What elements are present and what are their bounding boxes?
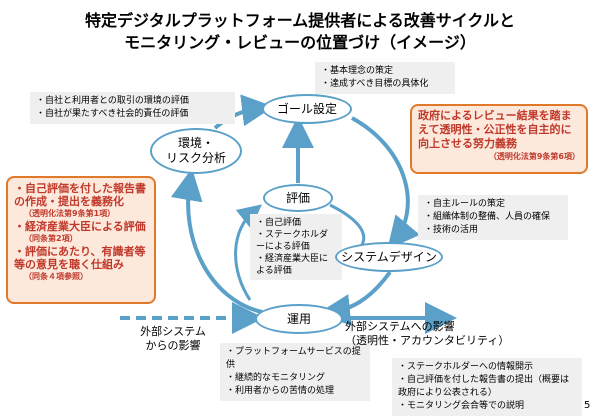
ops-item: 継続的なモニタリング	[226, 372, 364, 385]
design-item: 自主ルールの策定	[424, 198, 562, 211]
node-goal-setting: ゴール設定	[262, 94, 352, 124]
impact-item: モニタリング会合等での説明	[398, 400, 576, 413]
design-item: 技術の活用	[424, 224, 562, 237]
arrow-env-to-goal	[213, 94, 274, 130]
ops-item: プラットフォームサービスの提供	[226, 346, 364, 372]
goal-details-box: 基本理念の策定 達成すべき目標の具体化	[315, 62, 455, 94]
requirement-ref-3: （同条４項参照）	[24, 272, 88, 281]
requirement-ref-2: （同条第2項）	[24, 234, 78, 243]
review-obligation-box: 政府によるレビュー結果を踏まえて透明性・公正性を自主的に向上させる努力義務 （透…	[410, 104, 588, 174]
eval-item: 自己評価	[256, 217, 336, 229]
eval-item: ステークホルダーによる評価	[256, 229, 336, 253]
goal-item: 基本理念の策定	[321, 65, 449, 78]
eval-details-box: 自己評価 ステークホルダーによる評価 経済産業大臣による評価	[250, 214, 342, 280]
arrow-goal-to-design	[351, 116, 421, 250]
impact-details-box: ステークホルダーへの情報開示 自己評価を付した報告書の提出（概要は政府により公表…	[392, 358, 582, 416]
goal-item: 達成すべき目標の具体化	[321, 78, 449, 91]
node-env-risk-analysis: 環境・ リスク分析	[150, 128, 242, 174]
ops-details-box: プラットフォームサービスの提供 継続的なモニタリング 利用者からの苦情の処理	[220, 343, 370, 401]
design-details-box: 自主ルールの策定 組織体制の整備、人員の確保 技術の活用	[418, 195, 568, 240]
requirement-item-3: 評価にあたり、有識者等等の意見を聴く仕組み	[14, 245, 148, 271]
env-details-box: 自社と利用者との取引の環境の評価 自社が果たすべき社会的責任の評価	[30, 92, 235, 124]
requirement-ref-1: （透明化法第9条第1項）	[24, 209, 116, 218]
review-obligation-text: 政府によるレビュー結果を踏まえて透明性・公正性を自主的に向上させる努力義務	[418, 109, 572, 150]
external-influence-in-label: 外部システム からの影響	[140, 325, 206, 352]
env-item: 自社が果たすべき社会的責任の評価	[36, 108, 229, 121]
eval-item: 経済産業大臣による評価	[256, 253, 336, 277]
impact-item: 自己評価を付した報告書の提出（概要は政府により公表される）	[398, 374, 576, 400]
node-system-design: システムデザイン	[335, 242, 443, 272]
review-obligation-ref: （透明化法第9条第6項）	[488, 152, 580, 161]
title-line-1: 特定デジタルプラットフォーム提供者による改善サイクルと	[85, 11, 515, 30]
design-item: 組織体制の整備、人員の確保	[424, 211, 562, 224]
arrow-ops-to-eval	[234, 204, 263, 301]
title-line-2: モニタリング・レビューの位置づけ（イメージ）	[124, 33, 476, 52]
ops-item: 利用者からの苦情の処理	[226, 385, 364, 398]
external-influence-out-label: 外部システムへの影響 （透明性・アカウンタビリティ）	[345, 320, 510, 347]
requirement-item-2: 経済産業大臣による評価	[14, 220, 148, 233]
node-evaluation: 評価	[263, 184, 333, 212]
page-number: 5	[584, 400, 591, 411]
impact-item: ステークホルダーへの情報開示	[398, 361, 576, 374]
env-item: 自社と利用者との取引の環境の評価	[36, 95, 229, 108]
legal-requirements-box: 自己評価を付した報告書の作成・提出を義務化 （透明化法第9条第1項） 経済産業大…	[6, 176, 156, 304]
node-operation: 運用	[255, 304, 343, 334]
requirement-item-1: 自己評価を付した報告書の作成・提出を義務化	[14, 182, 148, 208]
